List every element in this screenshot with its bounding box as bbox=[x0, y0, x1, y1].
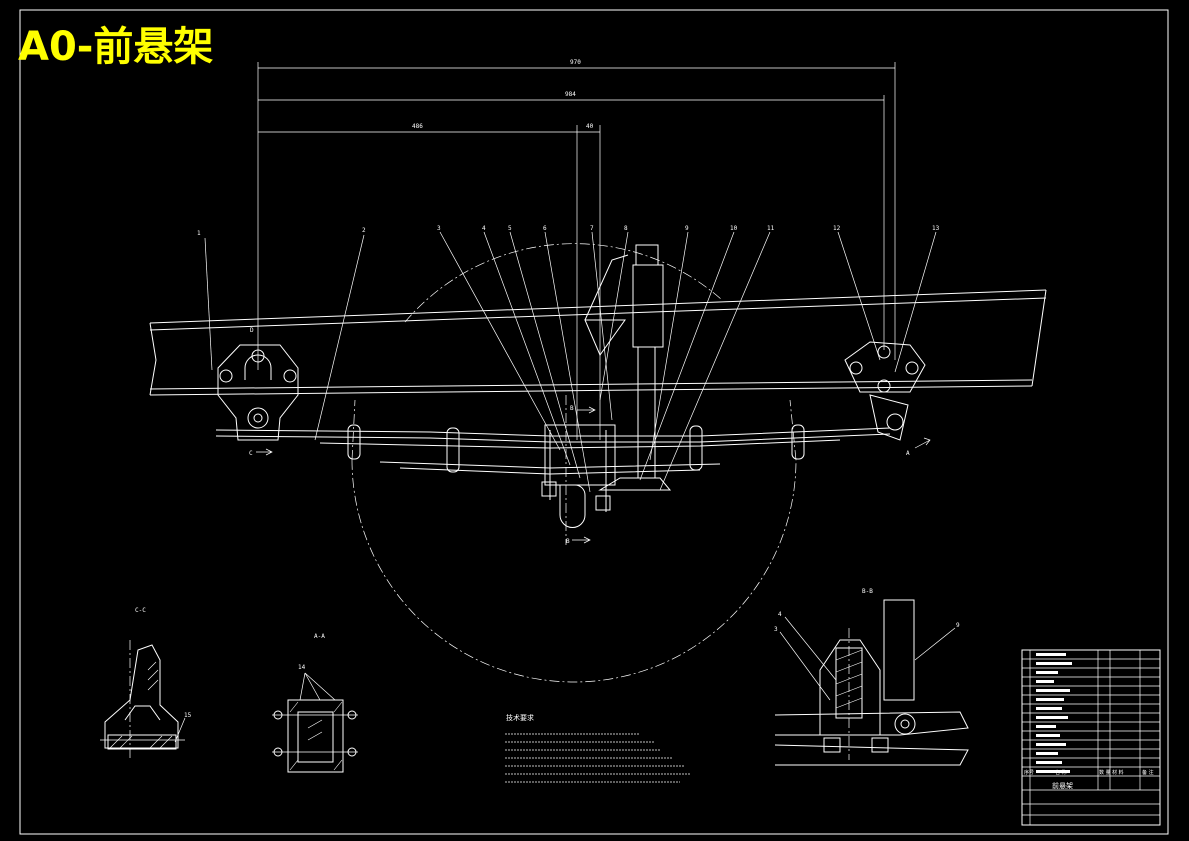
frame-rail bbox=[149, 289, 1047, 396]
outer-frame bbox=[19, 9, 1169, 835]
balloon-1: 1 bbox=[197, 230, 201, 237]
balloon-6: 6 bbox=[543, 225, 547, 232]
view-cc bbox=[100, 640, 186, 760]
view-cc-label: C-C bbox=[135, 607, 146, 614]
mark-b-bottom: B bbox=[566, 538, 570, 545]
drawing-title: A0-前悬架 bbox=[18, 24, 213, 70]
tb-header-note: 备 注 bbox=[1142, 769, 1154, 776]
leaf-spring bbox=[215, 427, 891, 475]
spring-clips bbox=[347, 424, 805, 473]
axle-assembly bbox=[541, 395, 672, 545]
mark-c: C bbox=[249, 450, 253, 457]
tech-req-lines bbox=[505, 733, 690, 783]
mark-a: A bbox=[906, 450, 910, 457]
tb-header-material: 材 料 bbox=[1112, 769, 1124, 776]
balloon-8: 8 bbox=[624, 225, 628, 232]
balloon-11: 11 bbox=[767, 225, 775, 232]
tb-header-qty: 数 量 bbox=[1099, 769, 1111, 776]
balloon-12: 12 bbox=[833, 225, 841, 232]
tech-req-title: 技术要求 bbox=[506, 713, 534, 722]
view-aa-callout: 14 bbox=[298, 664, 306, 671]
balloon-2: 2 bbox=[362, 227, 366, 234]
rear-shackle bbox=[844, 341, 926, 441]
mark-b-top: B bbox=[570, 405, 574, 412]
tb-header-name: 名 称 bbox=[1055, 769, 1067, 776]
dim-984: 984 bbox=[565, 91, 576, 98]
front-bracket bbox=[217, 344, 299, 441]
balloon-3: 3 bbox=[437, 225, 441, 232]
view-aa bbox=[272, 672, 358, 773]
balloon-10: 10 bbox=[730, 225, 738, 232]
view-bb-label: B-B bbox=[862, 588, 873, 595]
balloon-leaders bbox=[204, 231, 937, 493]
tb-part-name: 前悬架 bbox=[1052, 781, 1073, 790]
view-bb bbox=[774, 599, 969, 766]
view-bb-callout-4: 4 bbox=[778, 611, 782, 618]
tb-header-seq: 序号 bbox=[1024, 769, 1034, 776]
title-block bbox=[1021, 649, 1161, 826]
balloon-9: 9 bbox=[685, 225, 689, 232]
view-cc-callout: 15 bbox=[184, 712, 192, 719]
shock-absorber bbox=[584, 244, 664, 478]
balloon-7: 7 bbox=[590, 225, 594, 232]
mark-d: D bbox=[250, 327, 254, 334]
section-markers bbox=[256, 406, 931, 544]
dim-486: 486 bbox=[412, 123, 423, 130]
wheel-outline bbox=[351, 243, 797, 683]
balloon-5: 5 bbox=[508, 225, 512, 232]
dim-40: 40 bbox=[586, 123, 594, 130]
balloon-4: 4 bbox=[482, 225, 486, 232]
dimension-lines bbox=[257, 62, 896, 440]
view-bb-callout-9: 9 bbox=[956, 622, 960, 629]
view-bb-callout-3: 3 bbox=[774, 626, 778, 633]
balloon-13: 13 bbox=[932, 225, 940, 232]
view-aa-label: A-A bbox=[314, 633, 325, 640]
dim-970: 970 bbox=[570, 59, 581, 66]
